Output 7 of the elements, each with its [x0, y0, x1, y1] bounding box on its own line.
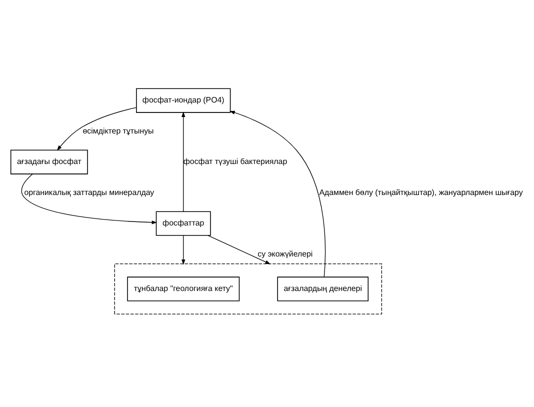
arrow: [230, 110, 326, 277]
arrow: [21, 173, 158, 224]
arrow: [182, 234, 186, 264]
arrow: [208, 234, 271, 264]
cluster: [114, 263, 382, 314]
arrow: [56, 106, 137, 150]
arrow: [182, 111, 186, 212]
